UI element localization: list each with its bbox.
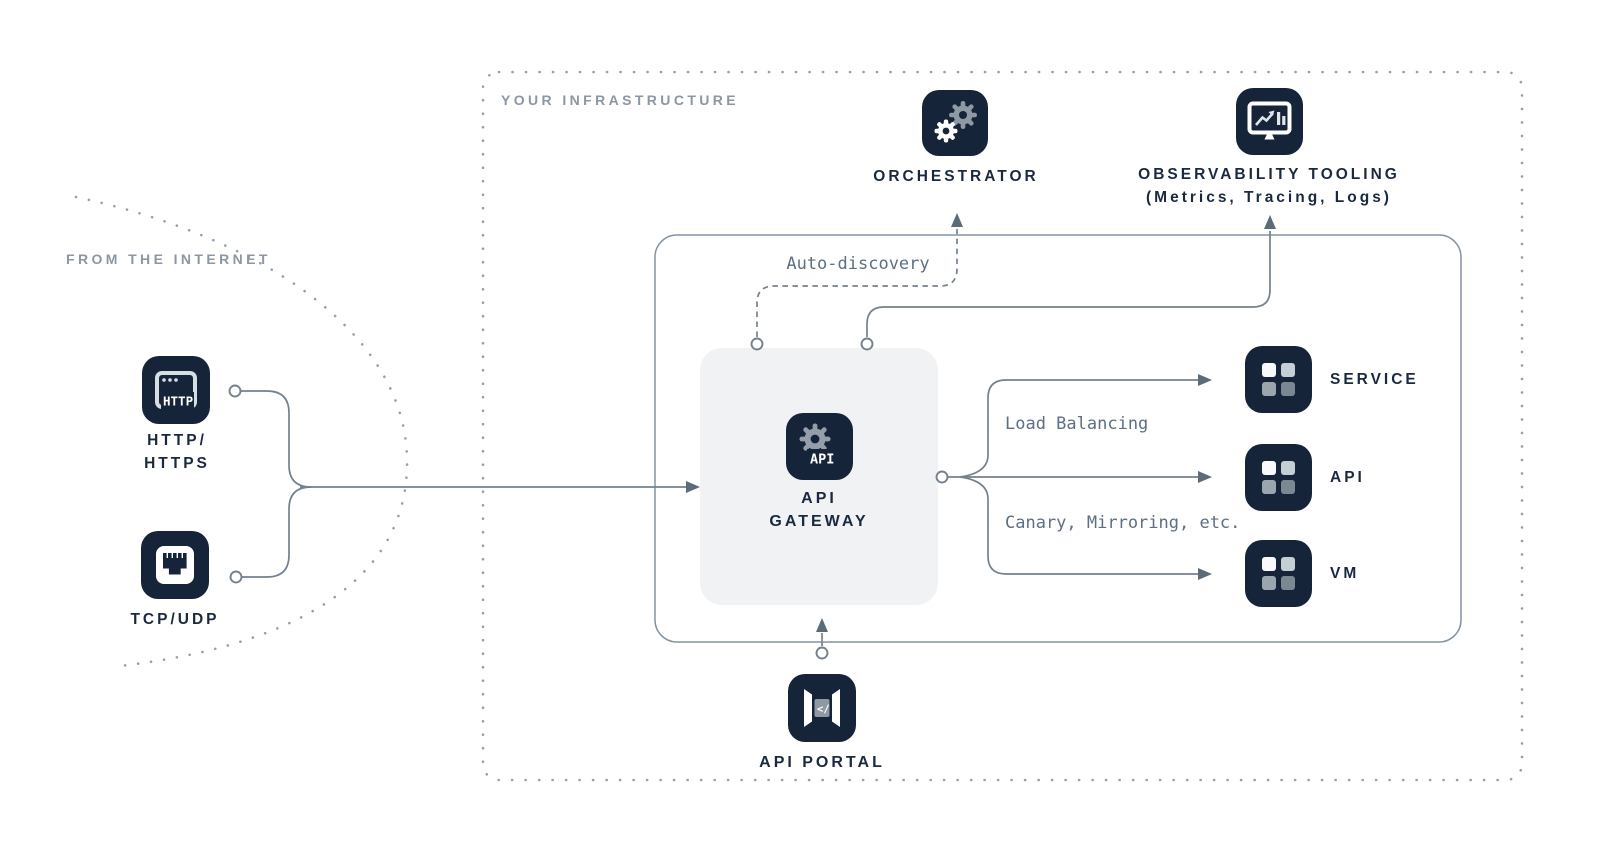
api-label: API [1330,469,1365,486]
service-arrowhead [1198,374,1212,386]
http-connector [228,384,242,398]
tcp-udp-label: TCP/UDP [130,611,220,628]
http-label-line2: HTTPS [144,454,210,472]
api-gateway-label: API GATEWAY [719,487,919,533]
http-label-line1: HTTP/ [147,432,207,449]
api-portal-icon: </ [788,674,856,742]
auto-discovery-annotation: Auto-discovery [786,254,930,274]
api-gateway-icon-text: API [810,452,834,468]
tcp-udp-icon [141,531,209,599]
service-icon [1245,346,1312,413]
observability-arrowhead [1264,215,1276,229]
tcp-line [242,486,312,578]
your-infrastructure-label: YOUR INFRASTRUCTURE [501,92,740,108]
api-portal-icon-text: </ [817,704,830,716]
vm-icon [1245,540,1312,607]
api-icon [1245,444,1312,511]
auto-discovery-line [756,229,958,337]
orchestrator-arrowhead [951,213,963,227]
orchestrator-icon [922,90,988,156]
orchestrator-label: ORCHESTRATOR [873,168,1039,185]
api-arrowhead [1198,471,1212,483]
api-gateway-icon: API [786,413,853,480]
egress-lines [947,379,1199,575]
api-portal-arrowhead [816,618,828,632]
canary-annotation: Canary, Mirroring, etc. [1005,513,1241,533]
observability-label: OBSERVABILITY TOOLING (Metrics, Tracing,… [1119,163,1419,209]
api-portal-label: API PORTAL [759,754,885,771]
http-icon-text: HTTP [163,394,193,409]
vm-label: VM [1330,565,1360,582]
tcp-connector [229,570,243,584]
api-gateway-label-line2: GATEWAY [769,513,869,530]
ingress-lines [241,390,687,578]
observability-label-line1: OBSERVABILITY TOOLING [1138,166,1400,183]
api-portal-connector [815,646,829,660]
api-gateway-label-line1: API [801,490,837,507]
observability-label-line2: (Metrics, Tracing, Logs) [1146,189,1392,206]
http-icon: HTTP [142,356,210,424]
service-label: SERVICE [1330,371,1419,388]
load-balancing-annotation: Load Balancing [1005,414,1149,434]
observability-line [866,231,1271,337]
gateway-right-connector [935,470,949,484]
vm-arrowhead [1198,568,1212,580]
http-label: HTTP/ HTTPS [97,430,257,475]
main-arrowhead [686,481,700,493]
observability-icon [1236,88,1303,155]
from-internet-label: FROM THE INTERNET [66,251,271,267]
